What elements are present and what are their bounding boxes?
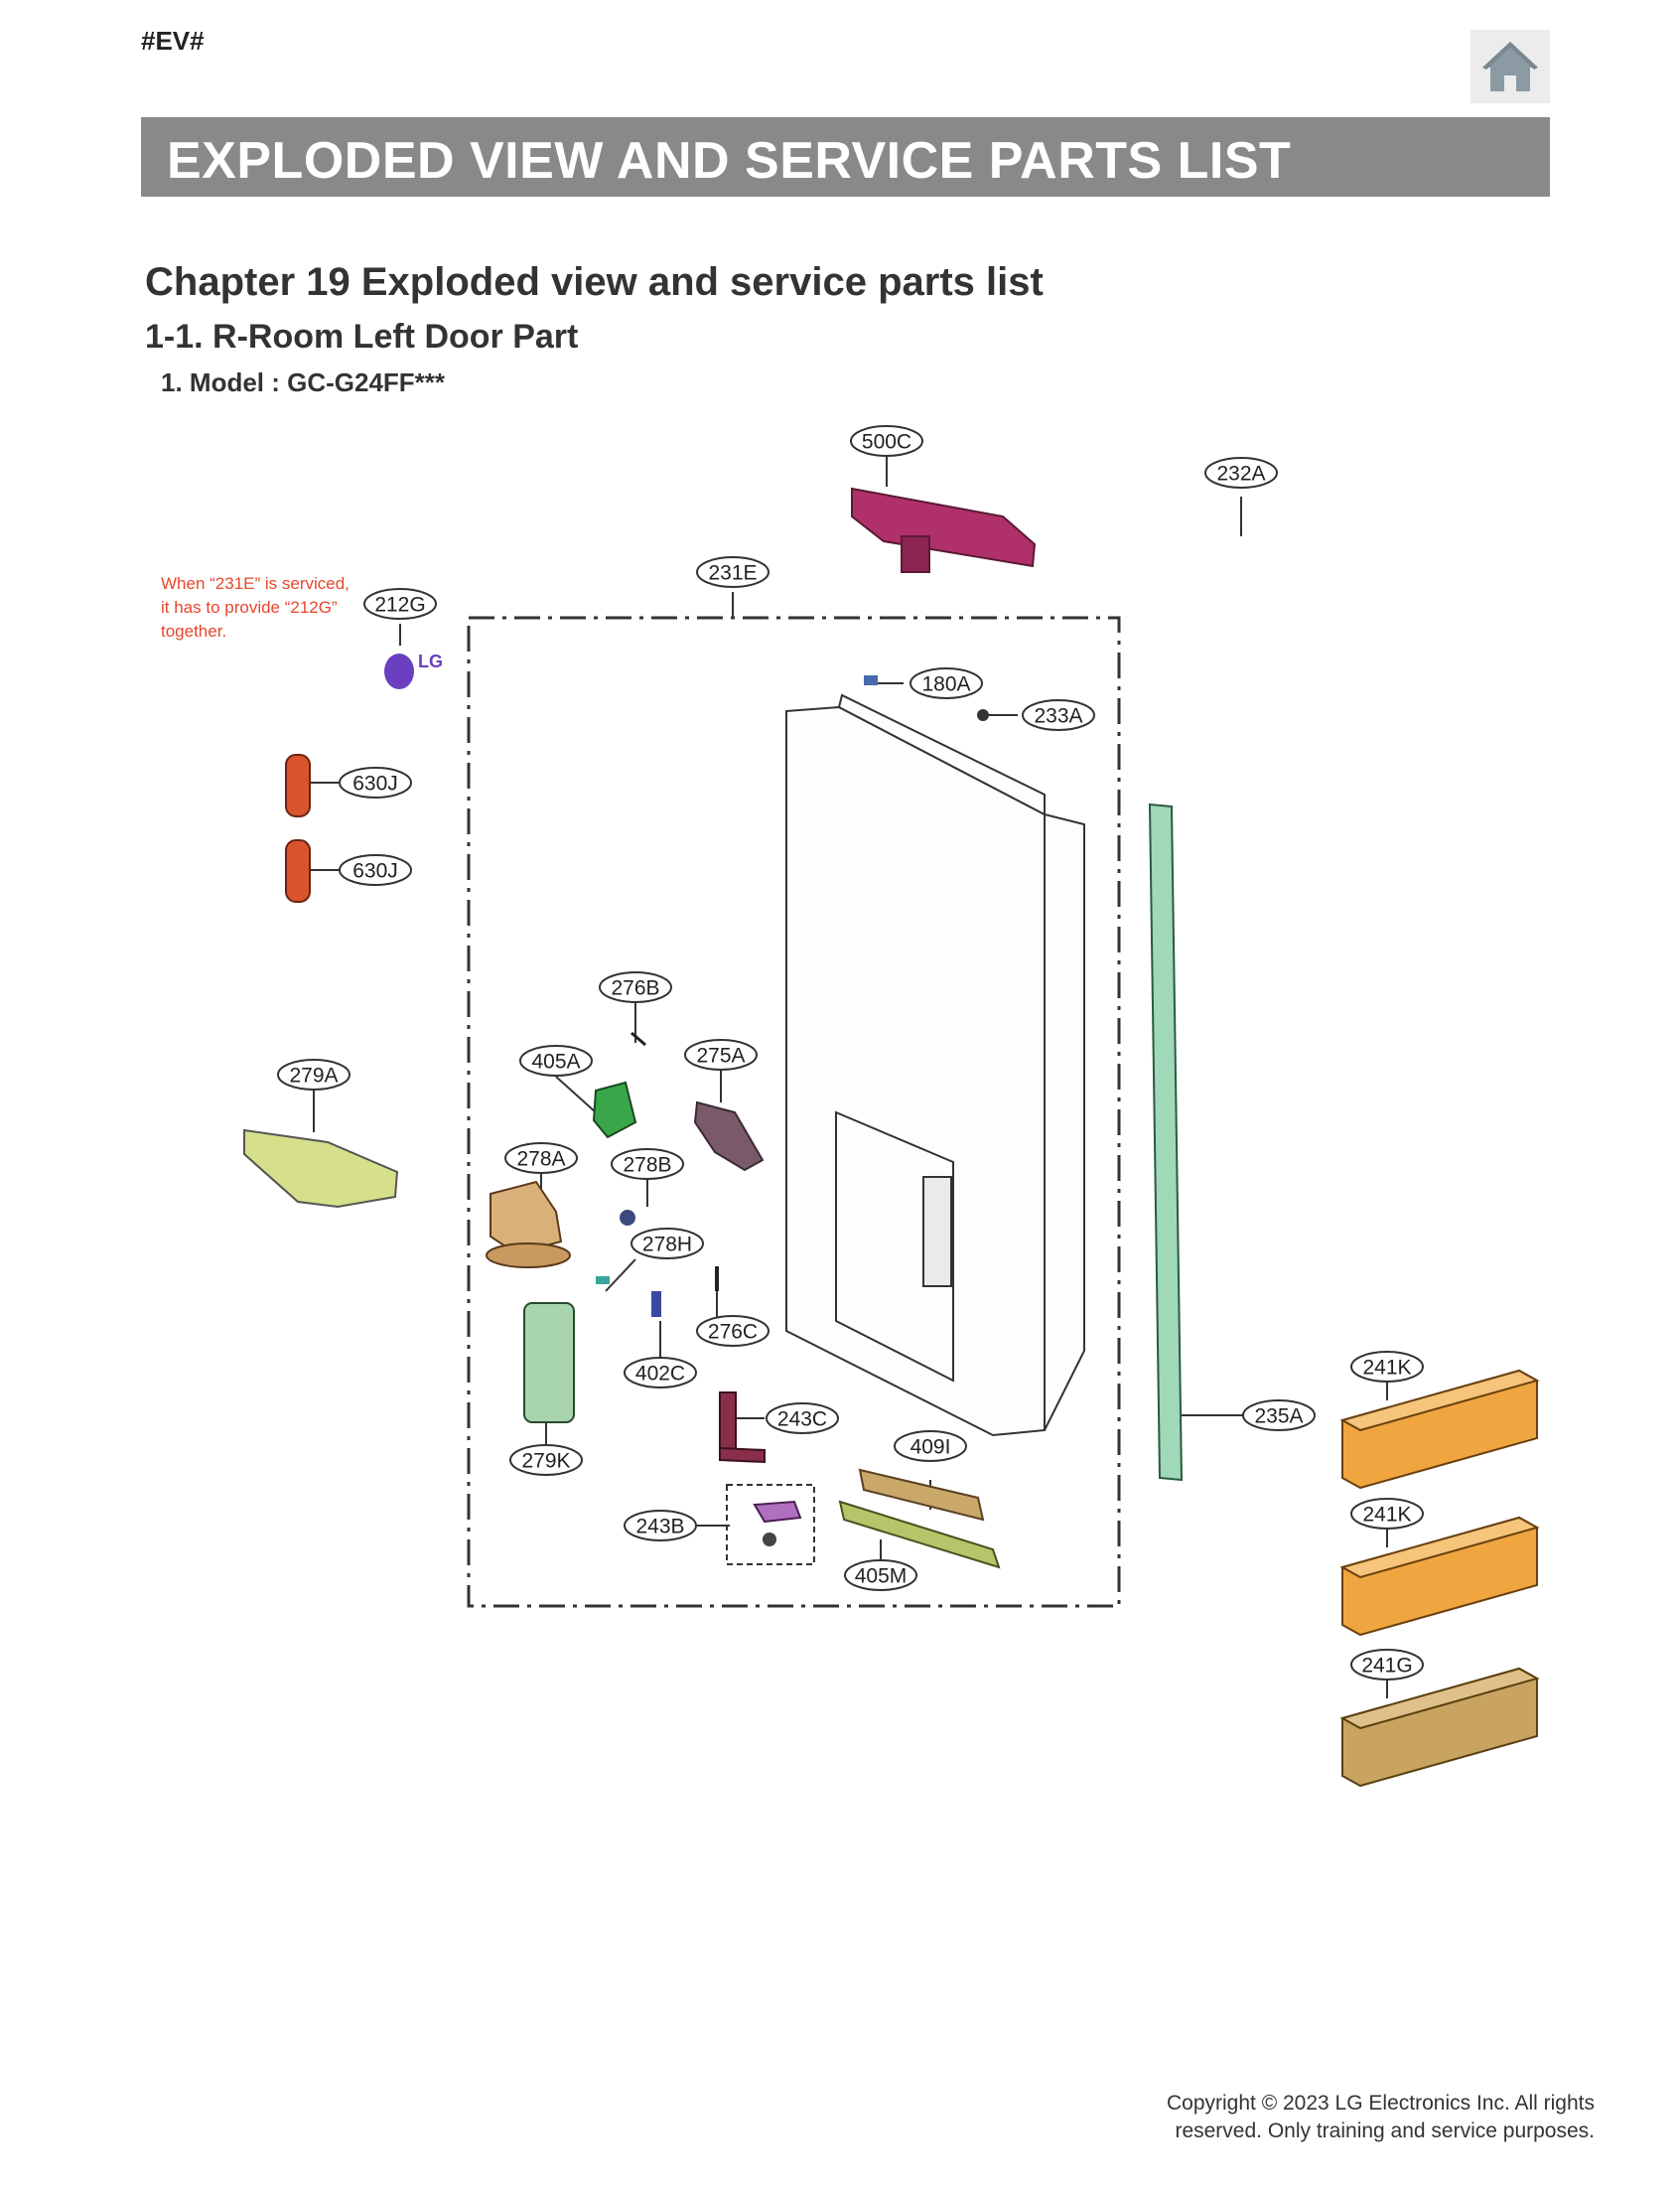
home-icon: [1482, 42, 1538, 91]
part-243B-frame: [726, 1484, 815, 1565]
part-278A: [486, 1180, 571, 1268]
chapter-heading: Chapter 19 Exploded view and service par…: [145, 260, 1044, 304]
callout-label: 276C: [708, 1321, 758, 1344]
title-banner: EXPLODED VIEW AND SERVICE PARTS LIST: [141, 117, 1550, 197]
callout-405A: [519, 1045, 593, 1077]
callout-241K-upper: [1350, 1351, 1424, 1383]
callout-label: 276B: [611, 977, 659, 1000]
part-405M: [838, 1500, 1001, 1569]
part-630J-lower: [285, 839, 311, 903]
part-279K: [523, 1302, 575, 1423]
part-279A: [243, 1128, 399, 1209]
callout-276B: [599, 971, 672, 1003]
callout-label: 402C: [635, 1363, 685, 1386]
copyright-line: reserved. Only training and service purp…: [1175, 2119, 1595, 2142]
callout-212G: [363, 588, 437, 620]
part-241K-upper: [1339, 1369, 1540, 1490]
callout-232A: [1204, 457, 1278, 489]
callout-231E: [696, 556, 770, 588]
callout-630J-upper: [339, 767, 412, 799]
callout-label: 630J: [352, 773, 398, 796]
callout-label: 241K: [1362, 1357, 1411, 1380]
callout-278A: [504, 1142, 578, 1174]
callout-label: 500C: [862, 431, 911, 454]
callout-label: 243B: [635, 1516, 684, 1538]
callout-409I: [894, 1430, 967, 1462]
copyright-line: Copyright © 2023 LG Electronics Inc. All…: [1166, 2092, 1595, 2115]
part-180A: [864, 675, 878, 685]
callout-label: 405M: [855, 1565, 908, 1588]
callout-630J-lower: [339, 854, 412, 886]
service-note-line: it has to provide “212G”: [161, 598, 338, 617]
callout-label: 235A: [1254, 1405, 1303, 1428]
callout-label: 278H: [642, 1234, 692, 1256]
callout-275A: [684, 1039, 758, 1071]
part-235A: [1148, 803, 1184, 1482]
callout-243B: [624, 1510, 697, 1541]
callout-label: 279A: [289, 1065, 338, 1088]
callout-label: 241G: [1361, 1655, 1412, 1678]
part-243C: [719, 1391, 766, 1464]
part-212G-lg-logo: LG: [384, 652, 443, 689]
copyright-notice: Copyright © 2023 LG Electronics Inc. All…: [1167, 2090, 1595, 2145]
part-278B: [620, 1210, 635, 1226]
part-278H: [596, 1276, 610, 1284]
callout-233A: [1022, 699, 1095, 731]
callout-label: 279K: [521, 1450, 570, 1473]
callout-label: 630J: [352, 860, 398, 883]
callout-279A: [277, 1059, 350, 1091]
leader-lines: [306, 457, 1388, 1698]
callout-label: 232A: [1216, 463, 1265, 486]
callout-180A: [910, 667, 983, 699]
part-409I: [858, 1468, 985, 1522]
section-heading: 1-1. R-Room Left Door Part: [145, 318, 579, 356]
callout-500C: [850, 425, 923, 457]
callout-243C: [766, 1402, 839, 1434]
service-note: When “231E” is serviced, it has to provi…: [161, 572, 350, 644]
home-button[interactable]: [1470, 30, 1550, 103]
callout-label: 243C: [777, 1408, 827, 1431]
part-402C: [651, 1291, 661, 1317]
banner-title: EXPLODED VIEW AND SERVICE PARTS LIST: [167, 132, 1292, 190]
part-630J-upper: [285, 754, 311, 817]
callout-235A: [1242, 1399, 1316, 1431]
part-241K-lower: [1339, 1516, 1540, 1637]
lg-logo-text: LG: [418, 652, 443, 671]
part-233A: [977, 709, 989, 721]
door-assembly-boundary: [467, 616, 1121, 1608]
callout-label: 212G: [374, 594, 425, 617]
callout-label: 233A: [1034, 705, 1082, 728]
callout-label: 231E: [708, 562, 757, 585]
part-275A: [693, 1100, 765, 1172]
callout-402C: [624, 1357, 697, 1388]
callout-405M: [844, 1559, 917, 1591]
callout-label: 405A: [531, 1051, 580, 1074]
part-door-body: [785, 693, 1085, 1437]
callout-278B: [611, 1148, 684, 1180]
model-heading: 1. Model : GC-G24FF***: [161, 367, 446, 397]
callout-label: 409I: [910, 1436, 951, 1459]
callout-label: 278A: [516, 1148, 565, 1171]
callout-label: 275A: [696, 1045, 745, 1068]
callout-278H: [630, 1228, 704, 1259]
part-405A: [592, 1081, 637, 1139]
callout-label: 278B: [623, 1154, 671, 1177]
part-243B: [753, 1500, 802, 1524]
callout-label: 241K: [1362, 1504, 1411, 1527]
callout-241G: [1350, 1649, 1424, 1680]
part-500C: [851, 487, 1037, 573]
callout-279K: [509, 1444, 583, 1476]
service-note-line: together.: [161, 622, 227, 641]
service-note-line: When “231E” is serviced,: [161, 574, 350, 593]
part-276B: [630, 1031, 646, 1047]
document-tag: #EV#: [141, 26, 205, 56]
callout-241K-lower: [1350, 1498, 1424, 1530]
part-241G: [1339, 1667, 1540, 1788]
callout-276C: [696, 1315, 770, 1347]
callout-label: 180A: [921, 673, 970, 696]
part-243B-screw: [763, 1533, 776, 1546]
